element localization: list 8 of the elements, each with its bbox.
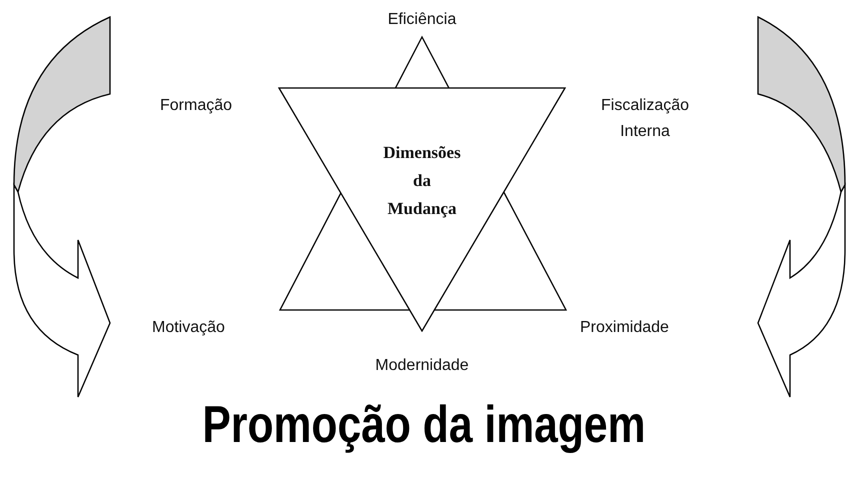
title-text: Promoção da imagem <box>202 396 646 454</box>
dimension-label: Modernidade <box>374 356 470 376</box>
dimension-label: Fiscalização Interna <box>600 96 690 142</box>
dimension-label: Eficiência <box>386 10 458 30</box>
dimension-label: Motivação <box>152 318 225 338</box>
dimension-label: Formação <box>160 96 232 116</box>
dimension-label: Proximidade <box>580 318 669 338</box>
node-text: Dimensões da Mudança <box>383 142 461 220</box>
